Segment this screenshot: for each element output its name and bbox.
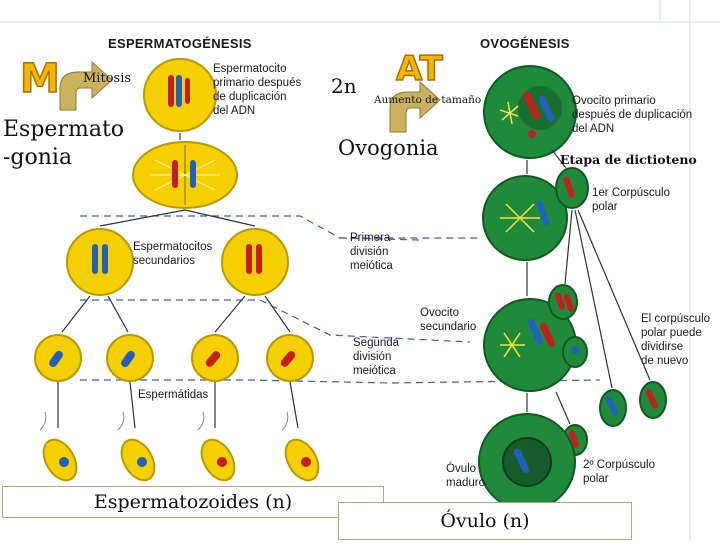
spermatocyte-primary-cell [143,58,217,132]
dictyotene-label: Etapa de dictioteno [560,152,697,167]
spermatogenesis-title: ESPERMATOGÉNESIS [108,36,252,51]
oocyte-dictyotene-cell [482,175,568,261]
stage-dashed-lines [80,215,601,384]
second-polar-body-label: 2º Corpúsculo polar [583,459,655,485]
polar-body-cell [562,336,588,368]
oocyte-primary-label: Ovocito primario después de duplicación … [572,95,693,135]
polar-body-cell [548,284,578,320]
mature-ovum-cell [478,413,576,511]
spermatocyte-secondary-cell [66,228,134,296]
growth-badge-icon: AT [395,48,444,90]
first-polar-body-label: 1er Corpúsculo polar [592,187,670,213]
polar-body-cell [639,381,667,419]
mitosis-label: Mitosis [83,71,132,86]
curved-arrow-left [59,60,113,111]
spermatocytes-secondary-label: Espermatocitos secundarios [133,241,213,267]
spermatogonia-label: Espermato -gonia [3,117,125,170]
spermatid-cell [266,334,314,382]
spermatozoa-caption: Espermatozoides (n) [2,486,384,518]
second-meiotic-division-label: Segunda división meiótica [353,337,400,377]
dividing-spermatocyte-cell [132,141,238,209]
oocyte-primary-cell [483,65,577,159]
polar-body-cell [599,389,627,427]
curved-arrow-right [389,80,441,133]
oocyte-secondary-label: Ovocito secundario [420,307,477,333]
first-polar-body-cell [555,167,589,209]
spermatid-cell [191,334,239,382]
spermatocyte-secondary-cell [221,228,289,296]
spermatids-label: Espermátidas [138,389,209,401]
spermatid-cell [106,334,154,382]
spermatozoon-cell [117,411,156,482]
spermatozoon-cell [281,411,320,482]
svg-text:M: M [20,56,60,102]
spermatocyte-primary-label: Espermatocito primario después de duplic… [213,63,302,117]
svg-text:AT: AT [396,49,444,89]
mature-ovum-label: Óvulo maduro [446,463,485,489]
oocyte-secondary-cell [483,298,577,392]
oogenesis-arrows [526,149,651,425]
oogonia-label: Ovogonia [338,136,439,160]
ploidy-label: 2n [331,74,357,98]
spermatozoon-cell [39,411,78,482]
spermatid-cell [34,334,82,382]
mitosis-badge-icon: M [19,55,60,103]
growth-label: Aumento de tamaño [374,94,482,106]
oogenesis-title: OVOGÉNESIS [480,36,570,51]
ovum-caption: Óvulo (n) [338,502,632,540]
polar-body-divide-label: El corpúsculo polar puede dividirse de n… [641,313,711,367]
spermatozoon-cell [197,411,236,482]
spermatogenesis-arrows [57,133,299,429]
first-meiotic-division-label: Primera división meiótica [350,232,393,272]
